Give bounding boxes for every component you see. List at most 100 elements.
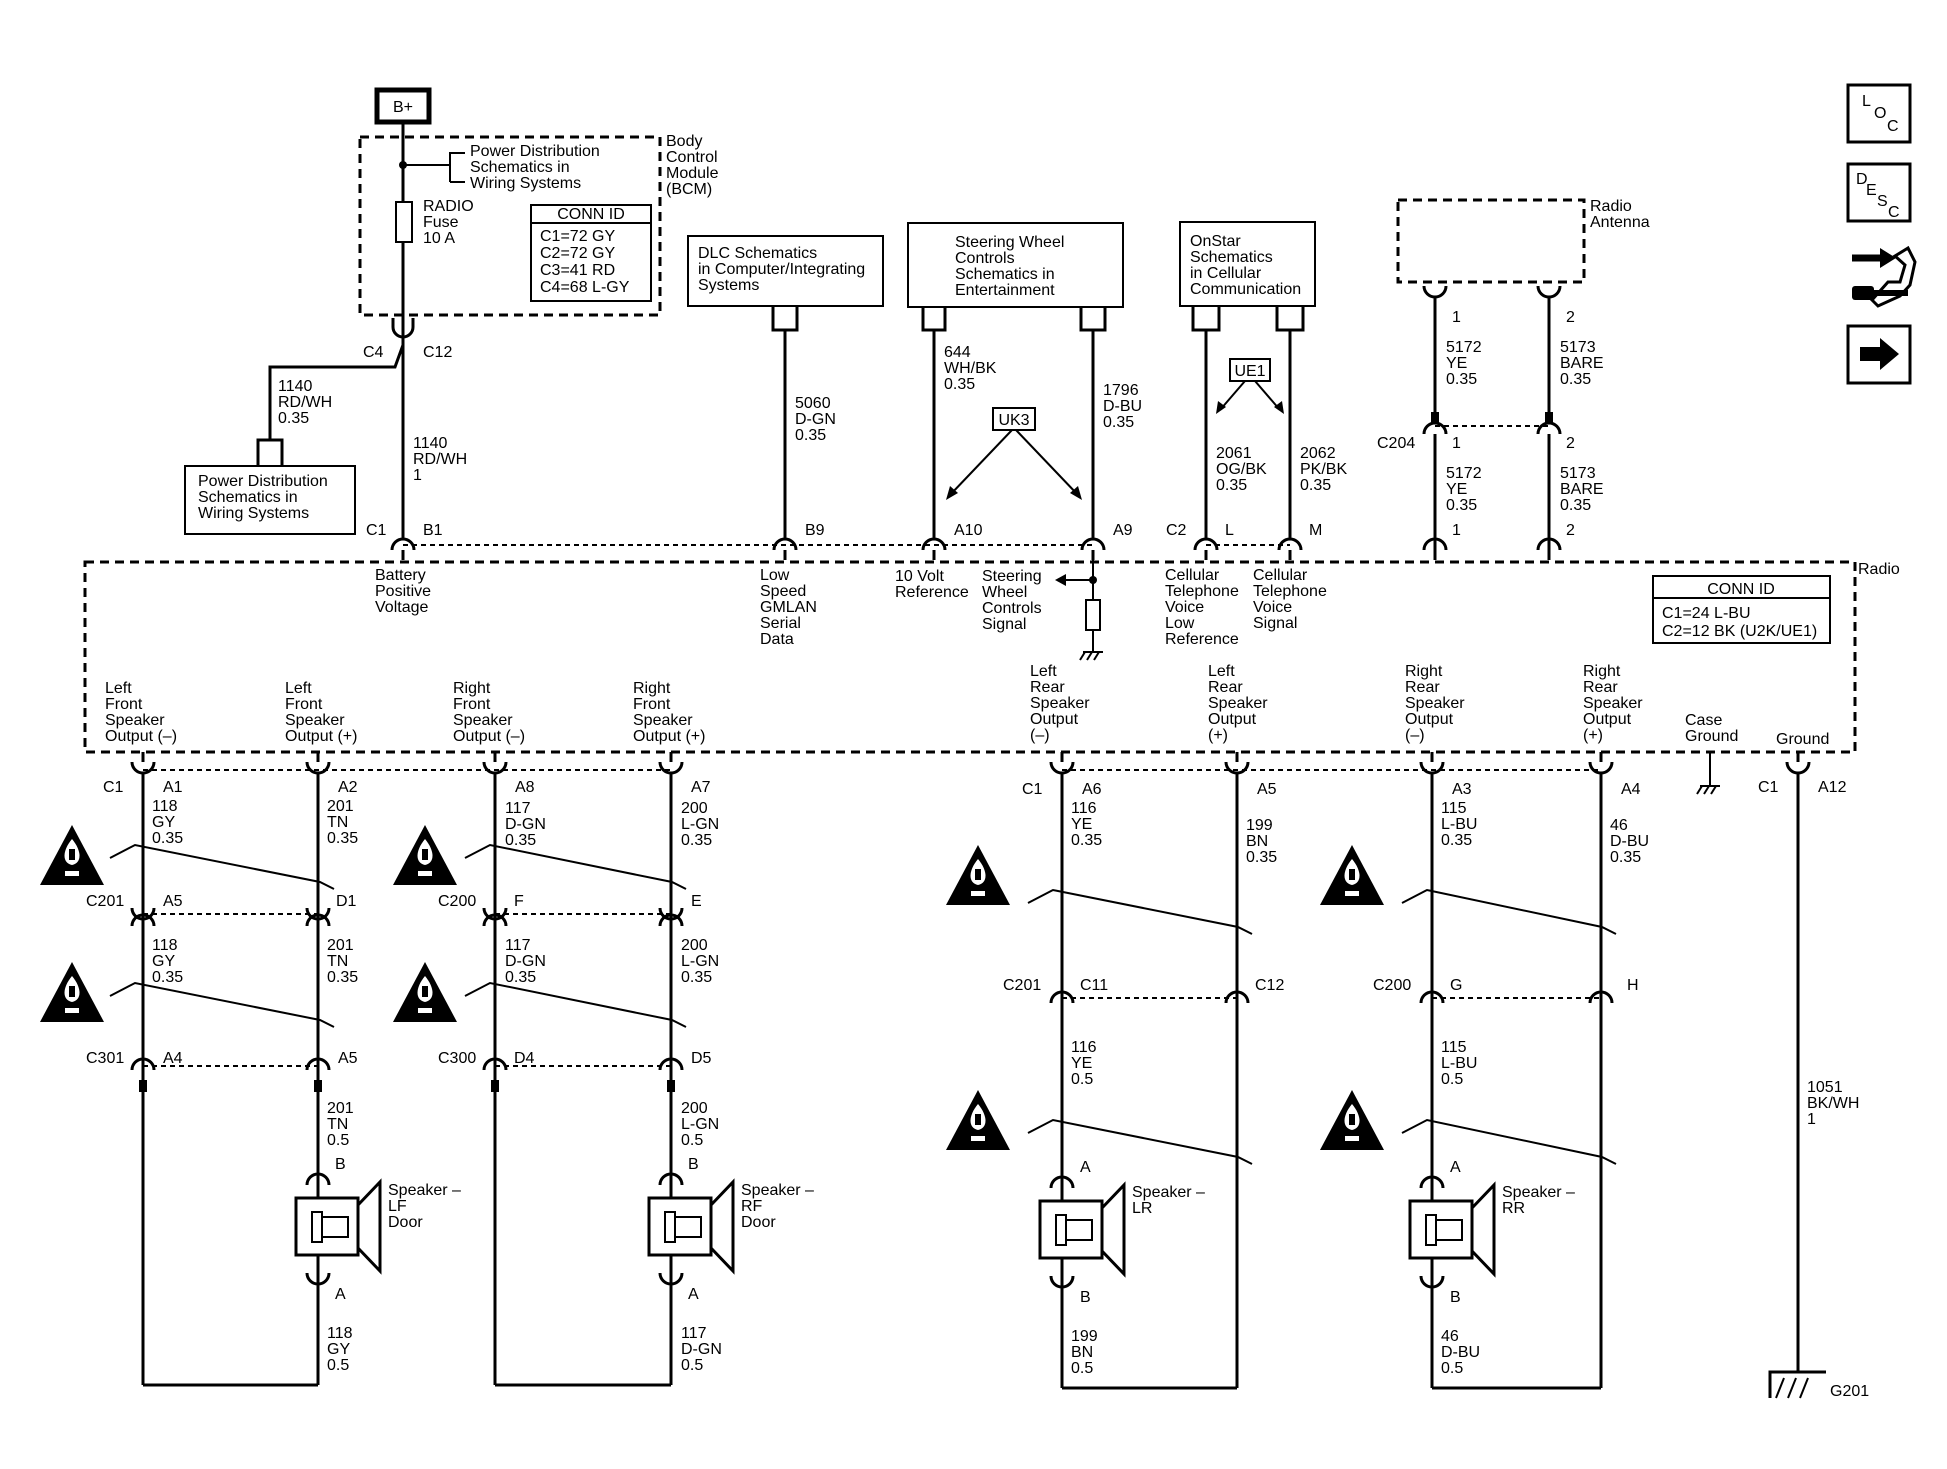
c200-pin-h: H [1627,977,1639,994]
c200-pin-f: F [514,893,524,910]
warning-icon [1320,1090,1384,1150]
loc-button[interactable]: L O C [1846,83,1912,144]
connector-tool-icon[interactable] [1852,245,1917,308]
ground-c1-label: C1 [1758,779,1779,796]
lr-pin-a: A [1080,1159,1091,1176]
front-c201-label: C201 [86,893,124,910]
c200-pin-e: E [691,893,702,910]
pin-a6: A6 [1082,781,1102,798]
warning-icon [946,845,1010,905]
pin-a1: A1 [163,779,183,796]
pin-a7: A7 [691,779,711,796]
c12-label: C12 [423,344,452,361]
rear-c201-label: C201 [1003,977,1041,994]
lf-pin-b: B [335,1156,346,1173]
pin-l: L [1225,522,1234,539]
c301-pin-a4: A4 [163,1050,183,1067]
rr-pin-a: A [1450,1159,1461,1176]
rear-c1-label: C1 [1022,781,1043,798]
dlc-ref-box [687,235,884,307]
c204-label: C204 [1377,435,1415,452]
desc-letter-c: C [1888,204,1900,221]
lf-pin-a: A [335,1286,346,1303]
pin-a5: A5 [1257,781,1277,798]
next-arrow-button[interactable] [1846,324,1912,385]
pin-a8: A8 [515,779,535,796]
pin-a2: A2 [338,779,358,796]
steering-ref-box [907,222,1124,308]
antenna-pin-2: 2 [1566,309,1575,326]
c200-pin-g: G [1450,977,1462,994]
bplus-label: B+ [393,99,413,116]
radio-module-box [83,560,1857,754]
bcm-box [358,135,662,317]
antenna-pin-1: 1 [1452,309,1461,326]
pin-a3: A3 [1452,781,1472,798]
warning-icon [393,962,457,1022]
c300-pin-d5: D5 [691,1050,712,1067]
rr-pin-b: B [1450,1289,1461,1306]
ue1-label: UE1 [1234,363,1265,380]
right-arrow-icon [1860,338,1899,370]
uk3-option [992,407,1036,431]
onstar-ref-box [1179,221,1316,307]
pin-a10: A10 [954,522,983,539]
pin-a9: A9 [1113,522,1133,539]
loc-letter-o: O [1874,105,1886,122]
rear-c200-label: C200 [1373,977,1411,994]
warning-icon [1320,845,1384,905]
rr-speaker-label: Speaker –RR [1502,1184,1575,1217]
warning-icon [946,1090,1010,1150]
lr-pin-b: B [1080,1289,1091,1306]
warning-icon [393,825,457,885]
ue1-option [1229,358,1271,382]
pin-b9: B9 [805,522,825,539]
warning-icon [40,962,104,1022]
warning-icon-group [40,825,1384,1150]
warning-icon [40,825,104,885]
loc-letter-c: C [1887,118,1899,135]
loc-letter-l: L [1862,93,1871,110]
radio-conn-id-box [1652,575,1831,644]
uk3-label: UK3 [998,412,1029,429]
desc-button[interactable]: D E S C [1846,162,1912,223]
desc-letter-s: S [1877,193,1888,210]
front-c1-label: C1 [103,779,124,796]
